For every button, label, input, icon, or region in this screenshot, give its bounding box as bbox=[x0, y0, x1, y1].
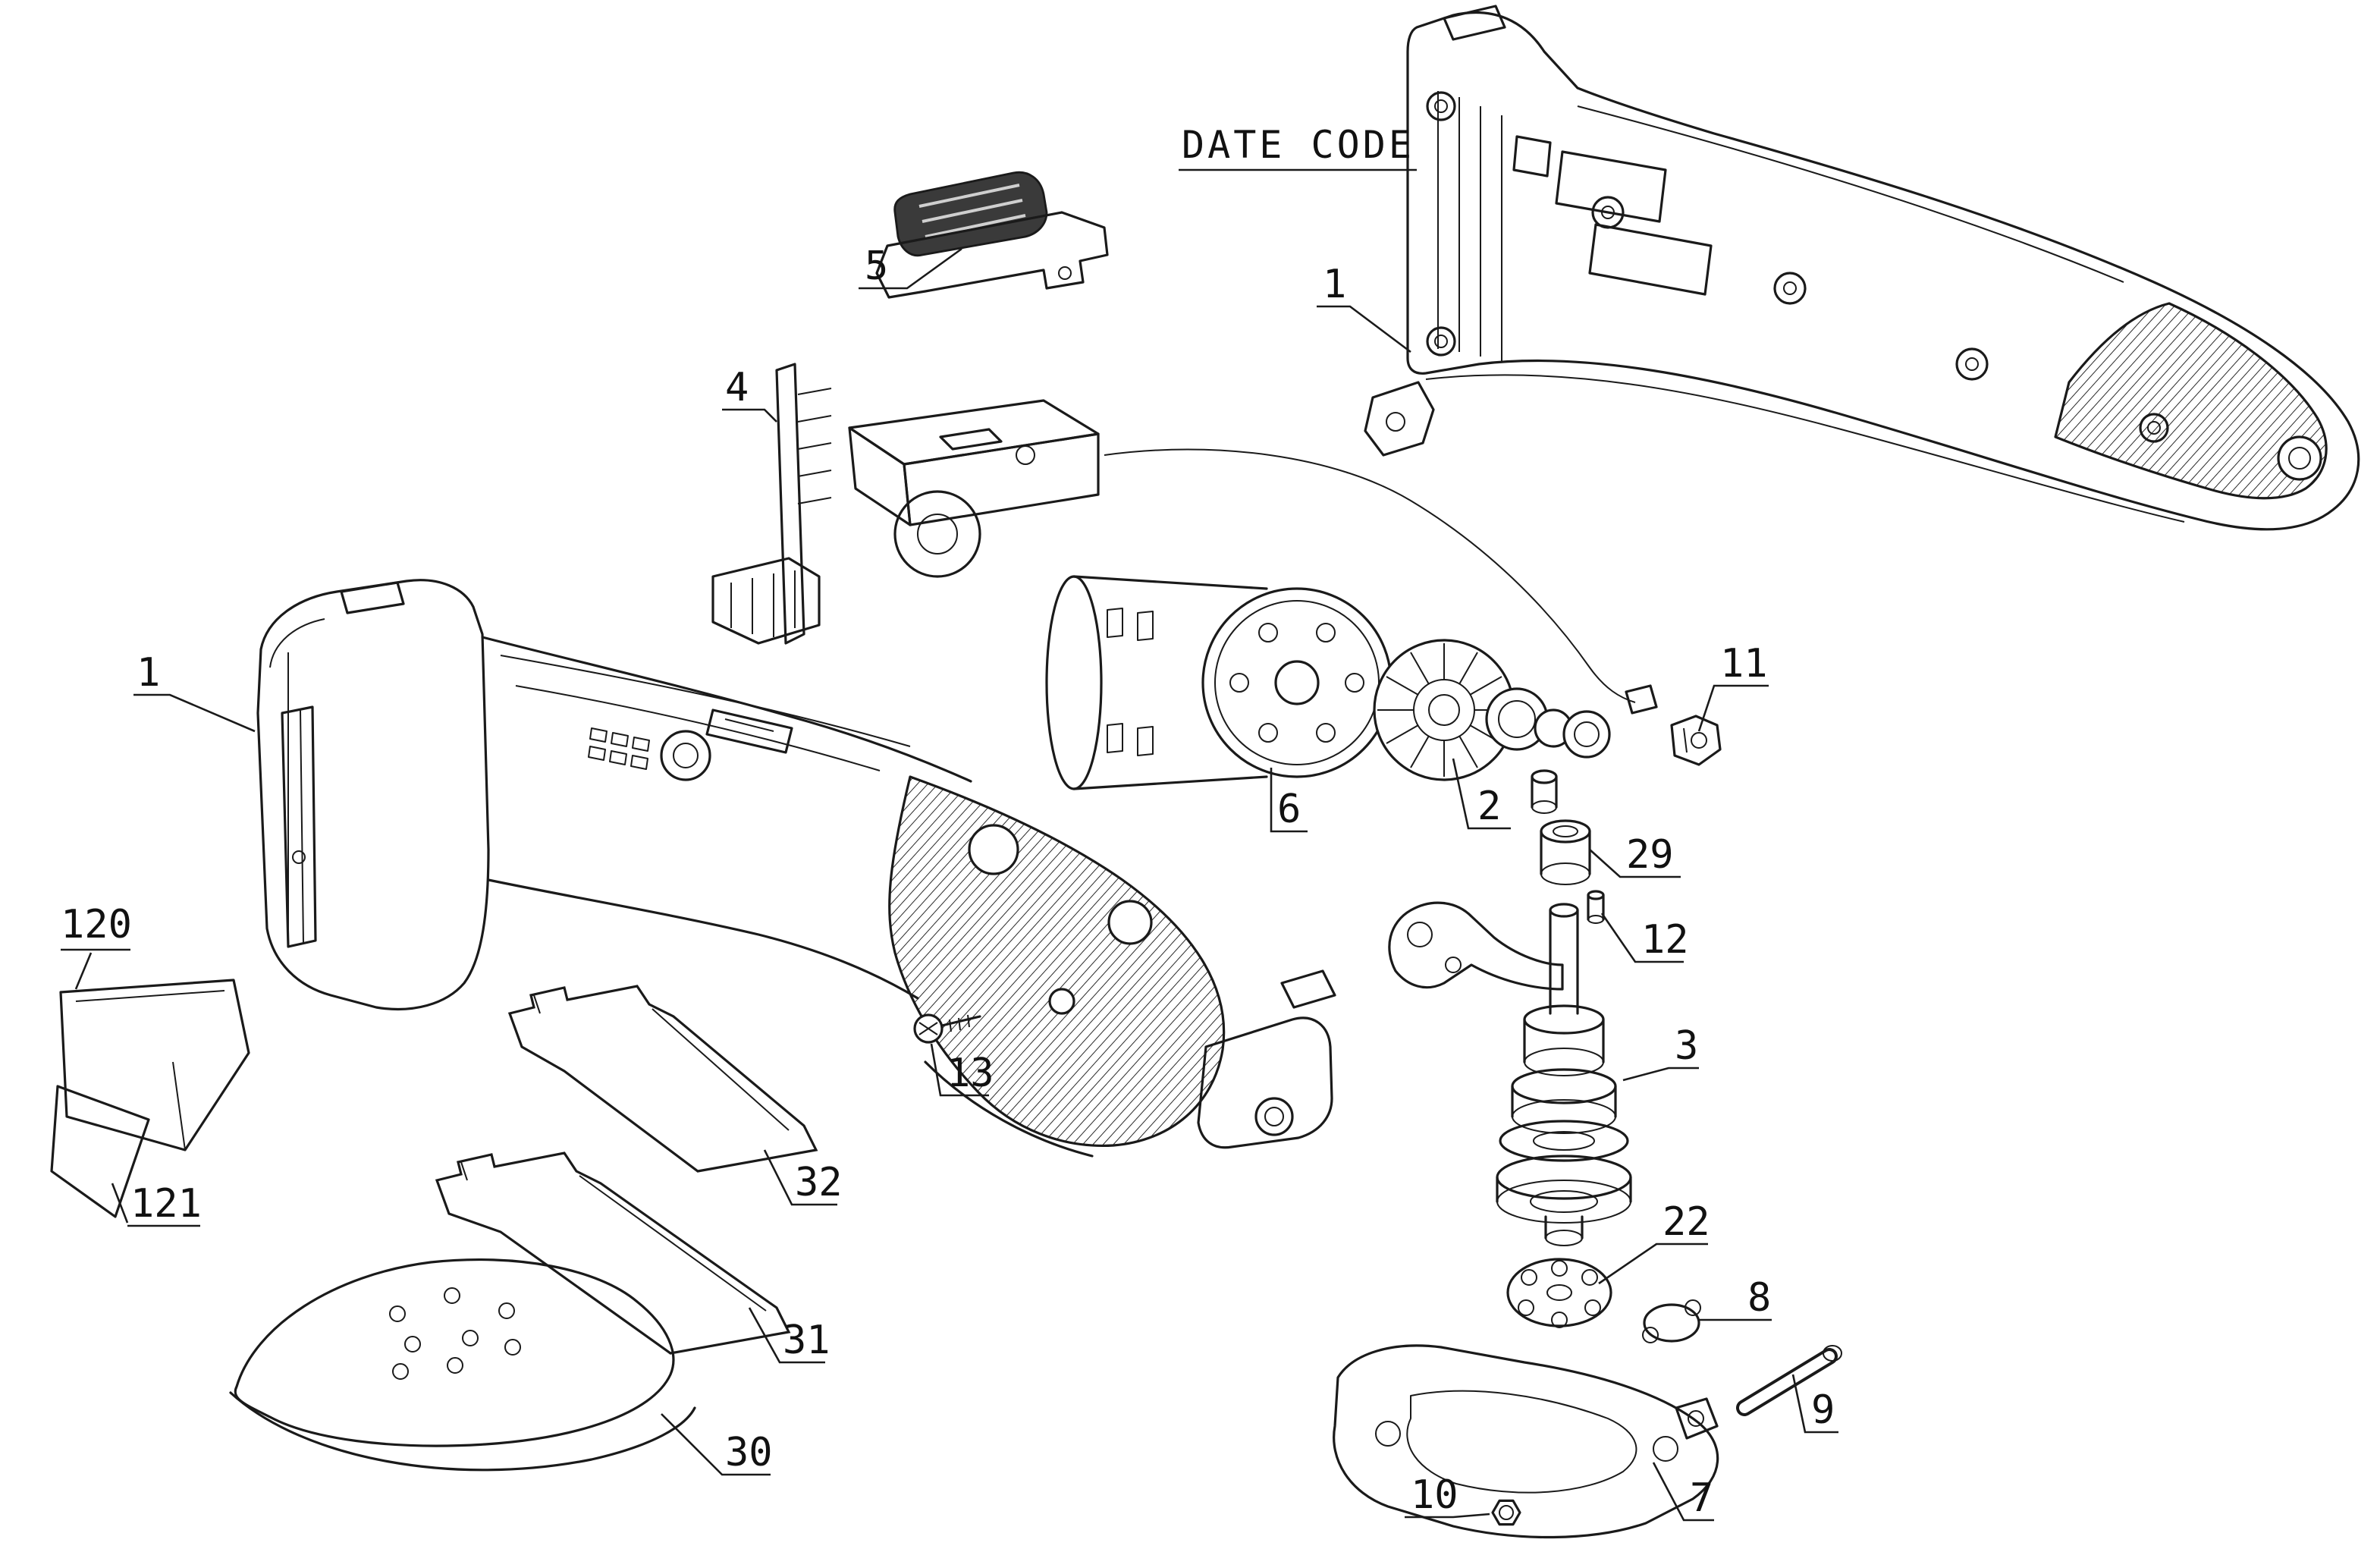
callout-controller: 4 bbox=[725, 365, 749, 410]
callout-date-code: DATE CODE bbox=[1182, 123, 1414, 167]
part-connector bbox=[1670, 715, 1722, 766]
callout-bottom-housing: 7 bbox=[1690, 1475, 1713, 1521]
leader-left-housing bbox=[133, 693, 256, 733]
callout-pin-12: 12 bbox=[1641, 917, 1689, 963]
leader-pin-12 bbox=[1600, 913, 1684, 963]
callout-left-housing: 1 bbox=[137, 650, 160, 696]
callout-blade-32: 32 bbox=[795, 1160, 843, 1205]
callout-label-121: 121 bbox=[130, 1181, 202, 1227]
part-blade-32 bbox=[507, 985, 818, 1173]
leader-motor bbox=[1270, 768, 1308, 833]
part-pin-12 bbox=[1587, 890, 1605, 924]
part-spindle-assembly bbox=[1388, 901, 1632, 1246]
part-sanding-pad bbox=[229, 1258, 696, 1472]
callout-labels: DATE CODE 1 5 4 6 2 11 29 12 3 22 8 9 7 … bbox=[61, 123, 1835, 1521]
leader-bushing bbox=[1589, 849, 1681, 878]
callout-slide-switch: 5 bbox=[865, 243, 888, 289]
part-blade-31 bbox=[435, 1151, 791, 1355]
leader-label-121 bbox=[111, 1183, 200, 1227]
leader-blade-32 bbox=[763, 1149, 837, 1206]
part-nut bbox=[1491, 1499, 1521, 1526]
part-label-120 bbox=[59, 979, 250, 1151]
leader-label-120 bbox=[61, 948, 130, 990]
callout-roll-pin: 9 bbox=[1811, 1387, 1835, 1433]
leader-blade-31 bbox=[748, 1307, 825, 1364]
part-fan-gear bbox=[1373, 639, 1611, 781]
leader-balancer bbox=[1598, 1243, 1708, 1285]
callout-fan-gear: 2 bbox=[1477, 784, 1501, 829]
leader-nut bbox=[1405, 1513, 1490, 1519]
callout-retaining-ring: 8 bbox=[1747, 1275, 1771, 1321]
leader-controller bbox=[722, 408, 777, 423]
leader-connector bbox=[1697, 684, 1769, 732]
part-roll-pin bbox=[1736, 1345, 1842, 1416]
part-screw bbox=[913, 1013, 981, 1044]
leader-sanding-pad bbox=[661, 1413, 771, 1476]
part-controller bbox=[711, 363, 1658, 715]
callout-right-housing: 1 bbox=[1323, 262, 1346, 307]
part-slide-switch bbox=[875, 171, 1109, 299]
callout-bushing: 29 bbox=[1626, 832, 1674, 878]
leader-roll-pin bbox=[1791, 1374, 1838, 1434]
part-motor bbox=[1045, 575, 1424, 790]
part-right-housing bbox=[1364, 5, 2360, 531]
leader-slide-switch bbox=[859, 247, 962, 290]
part-bushing bbox=[1531, 769, 1591, 885]
leader-bottom-housing bbox=[1652, 1462, 1714, 1522]
leader-screw bbox=[930, 1043, 989, 1097]
leader-right-housing bbox=[1317, 305, 1411, 353]
callout-sanding-pad: 30 bbox=[725, 1430, 773, 1475]
leader-lines bbox=[61, 168, 1838, 1522]
leader-spindle bbox=[1622, 1067, 1699, 1082]
part-bottom-housing bbox=[1333, 1344, 1719, 1539]
callout-connector: 11 bbox=[1720, 641, 1768, 686]
callout-motor: 6 bbox=[1277, 787, 1301, 832]
part-balancer bbox=[1506, 1258, 1612, 1328]
callout-nut: 10 bbox=[1411, 1472, 1458, 1518]
callout-label-120: 120 bbox=[61, 902, 132, 947]
callout-screw: 13 bbox=[947, 1051, 994, 1096]
part-label-121 bbox=[50, 1085, 150, 1218]
part-retaining-ring bbox=[1642, 1299, 1701, 1343]
part-left-housing bbox=[256, 579, 1336, 1158]
callout-blade-31: 31 bbox=[783, 1318, 830, 1363]
callout-spindle: 3 bbox=[1675, 1023, 1698, 1069]
callout-balancer: 22 bbox=[1663, 1199, 1710, 1245]
leader-fan-gear bbox=[1452, 758, 1511, 830]
